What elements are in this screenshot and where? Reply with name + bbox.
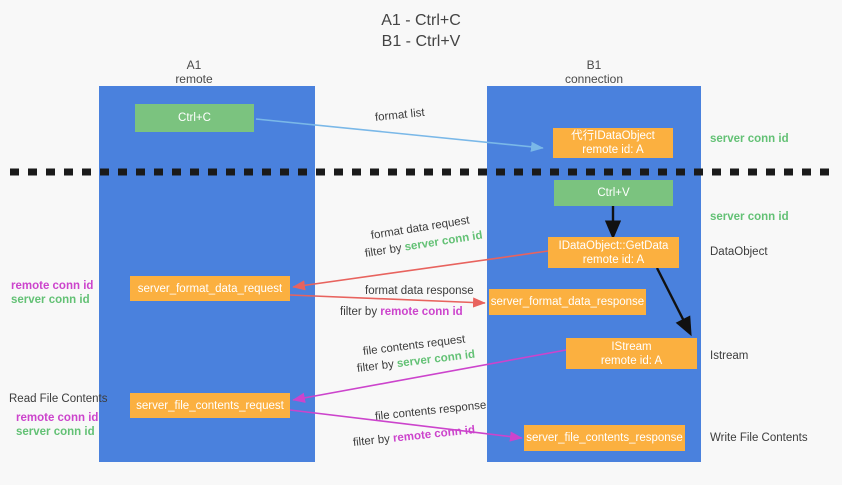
left-label-remote-conn-id-1: remote conn id — [11, 280, 94, 292]
box-server-format-data-request[interactable]: server_format_data_request — [130, 276, 290, 301]
left-label-server-conn-id-1: server conn id — [11, 294, 90, 306]
box-server-file-contents-request[interactable]: server_file_contents_request — [130, 393, 290, 418]
box-istream[interactable]: IStream remote id: A — [566, 338, 697, 369]
box-idataobject-getdata[interactable]: IDataObject::GetData remote id: A — [548, 237, 679, 268]
label-format-data-response: format data response — [365, 285, 474, 297]
label-format-data-response-filter: filter by remote conn id — [340, 305, 463, 319]
box-server-file-contents-response[interactable]: server_file_contents_response — [524, 425, 685, 451]
box-ctrl-c[interactable]: Ctrl+C — [135, 104, 254, 132]
box-server-format-data-response[interactable]: server_format_data_response — [489, 289, 646, 315]
right-label-server-conn-id-top: server conn id — [710, 133, 789, 145]
label-format-list: format list — [374, 106, 426, 124]
right-label-istream: Istream — [710, 350, 749, 362]
filter-prefix: filter by — [356, 358, 398, 375]
filter-prefix: filter by — [352, 432, 394, 449]
left-label-read-file-contents: Read File Contents — [9, 393, 108, 405]
page-title: A1 - Ctrl+C B1 - Ctrl+V — [381, 12, 461, 50]
right-label-server-conn-id-second: server conn id — [710, 211, 789, 223]
box-ctrl-v[interactable]: Ctrl+V — [554, 180, 673, 206]
filter-value-remote-conn-id: remote conn id — [392, 424, 476, 445]
column-header-b1: B1 connection — [564, 58, 624, 86]
right-label-dataobject: DataObject — [710, 246, 768, 258]
box-proxy-idataobject[interactable]: 代行IDataObject remote id: A — [553, 128, 673, 158]
filter-prefix: filter by — [364, 241, 406, 260]
right-label-write-file-contents: Write File Contents — [710, 432, 808, 444]
filter-value-remote-conn-id: remote conn id — [380, 306, 463, 318]
column-header-a1: A1 remote — [175, 58, 213, 86]
label-file-contents-response: file contents response — [374, 399, 487, 423]
label-file-contents-response-filter: filter by remote conn id — [352, 423, 475, 450]
filter-prefix: filter by — [340, 306, 381, 318]
left-label-remote-conn-id-2: remote conn id — [16, 412, 99, 424]
left-label-server-conn-id-2: server conn id — [16, 426, 95, 438]
